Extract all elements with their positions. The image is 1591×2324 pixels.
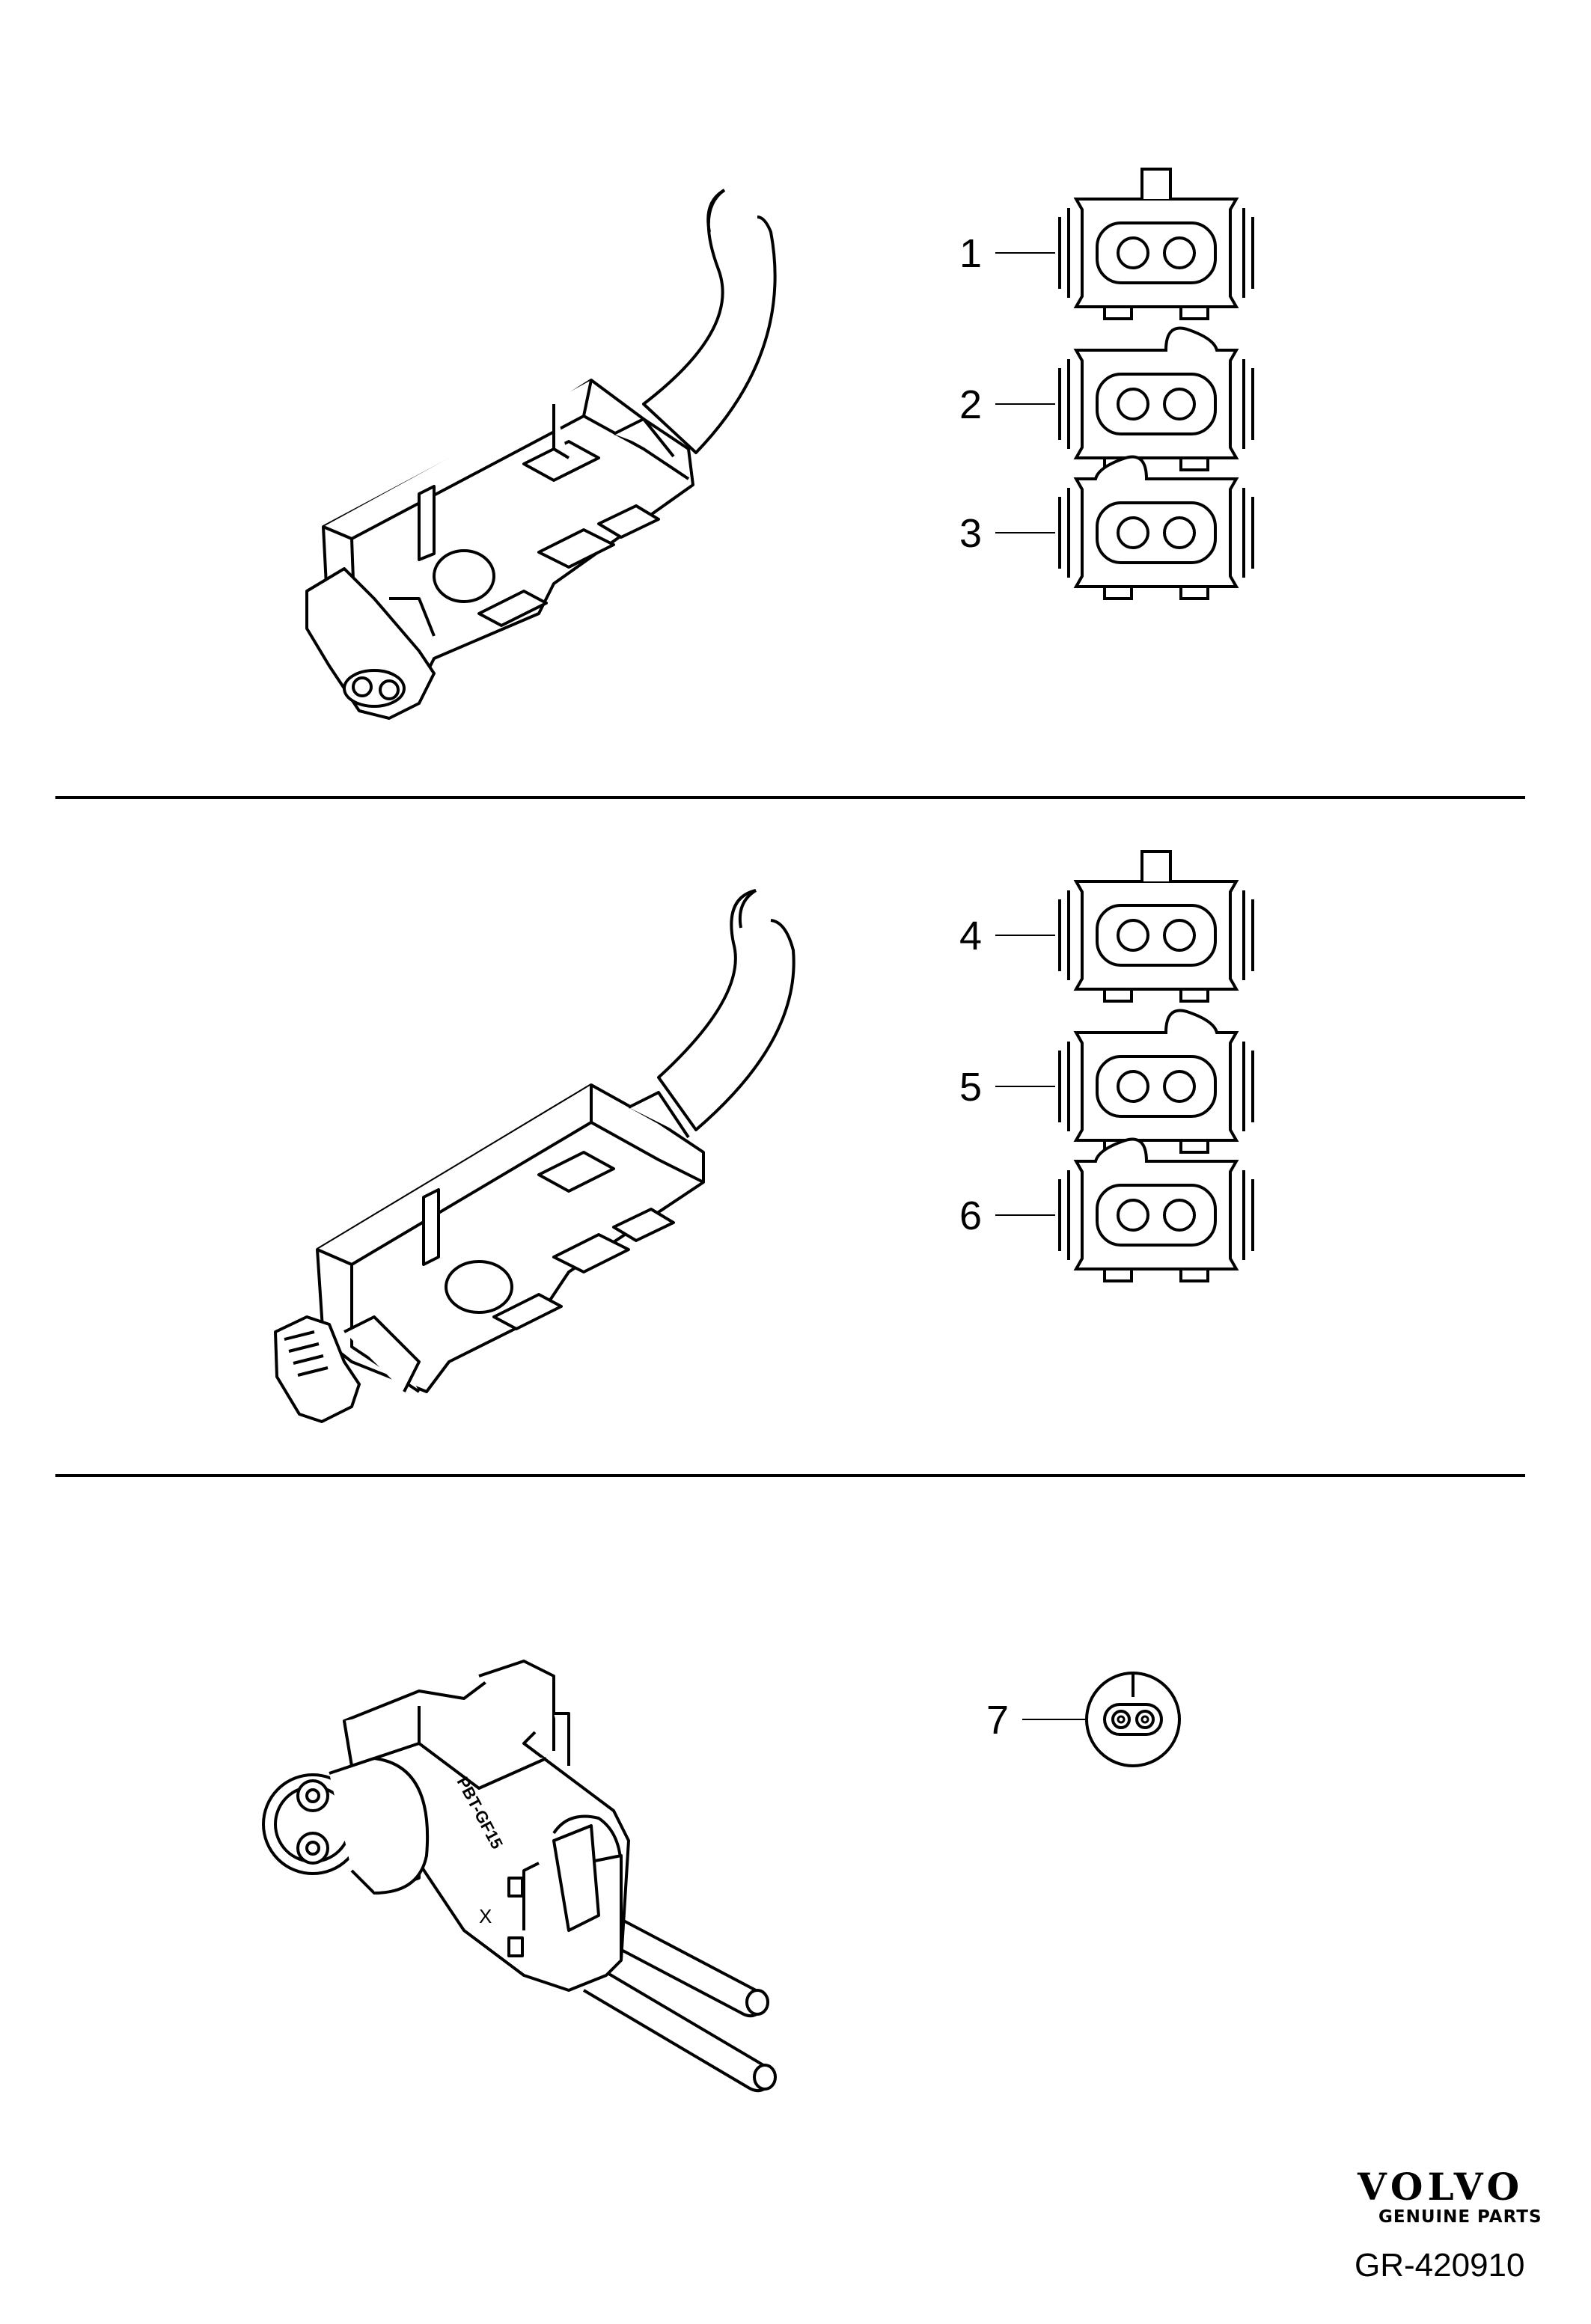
callout-6: 6	[959, 1193, 982, 1238]
connector-face-1	[1058, 168, 1254, 320]
connector-face-4	[1058, 850, 1254, 1003]
callout-5: 5	[959, 1065, 982, 1110]
callout-7: 7	[986, 1698, 1009, 1743]
connector-illustration-top	[305, 189, 777, 720]
reference-code: GR-420910	[1355, 2247, 1524, 2284]
connector-face-7	[1085, 1672, 1181, 1767]
connector-mark-print: X	[479, 1905, 492, 1927]
callout-3: 3	[959, 511, 982, 556]
connector-face-3	[1058, 455, 1254, 600]
callout-2: 2	[959, 382, 982, 427]
callout-4: 4	[959, 914, 982, 958]
brand-logo-text: VOLVO	[1357, 2165, 1524, 2209]
brand-logo: VOLVO GENUINE PARTS	[1357, 2165, 1542, 2227]
connector-illustration-middle	[274, 889, 796, 1423]
connector-face-5	[1058, 1009, 1254, 1154]
connector-face-2	[1058, 326, 1254, 471]
brand-logo-subtext: GENUINE PARTS	[1378, 2207, 1542, 2227]
callout-1: 1	[959, 231, 982, 276]
connector-face-6	[1058, 1137, 1254, 1282]
connector-illustration-bottom: PBT-GF15 X	[262, 1660, 777, 2093]
